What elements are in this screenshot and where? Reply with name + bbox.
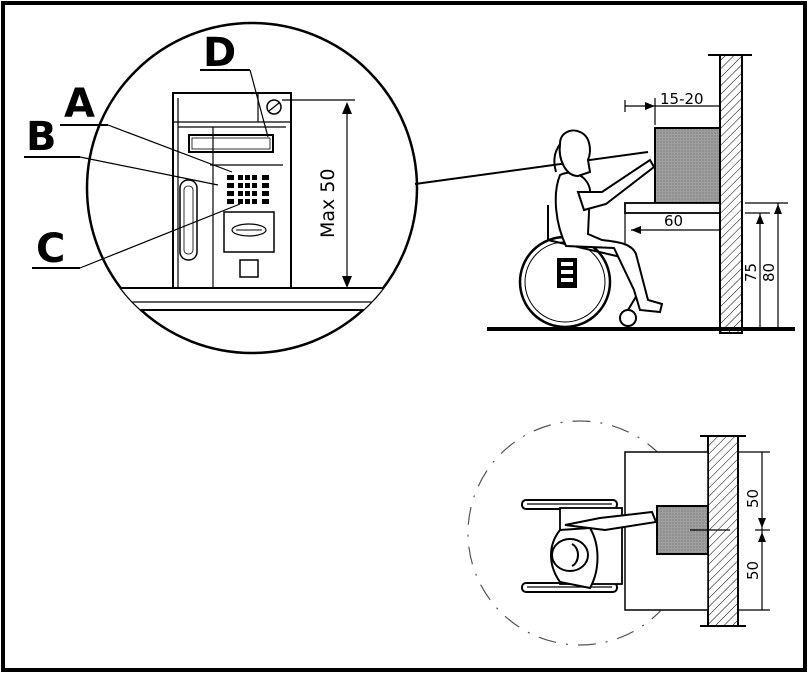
plan-lower-label: 50 [744,561,762,580]
elevation-counter [624,202,721,214]
max-height-label: Max 50 [317,169,339,239]
display-screen [188,134,274,153]
detail-magnifier: D A B C Max 50 [24,21,419,355]
label-b: B [26,114,57,160]
plan-upper-label: 50 [744,489,762,508]
elevation-phone-box [654,127,721,204]
keypad [227,175,269,204]
plan-view: 50 50 [467,420,770,646]
label-d: D [203,30,236,76]
label-a: A [64,81,95,127]
plan-wall [707,435,739,627]
elevation-wall [719,54,743,334]
label-c: C [36,226,65,272]
magnifier-connector [414,151,649,185]
coin-return [239,259,259,278]
phone-device [172,92,292,289]
floor-shelf [87,287,417,311]
counter-depth-label: 60 [664,212,683,230]
max-height-dimension: Max 50 [282,99,355,288]
reach-offset-label: 15-20 [660,90,704,108]
wheelchair-user-plan [521,499,658,593]
side-elevation: 15-20 60 75 80 [487,54,795,334]
knee-height-label: 75 [742,263,760,282]
wheelchair-user-side [518,129,664,329]
card-slot [179,179,198,261]
counter-height-label: 80 [760,263,778,282]
leader-lines [24,69,269,269]
